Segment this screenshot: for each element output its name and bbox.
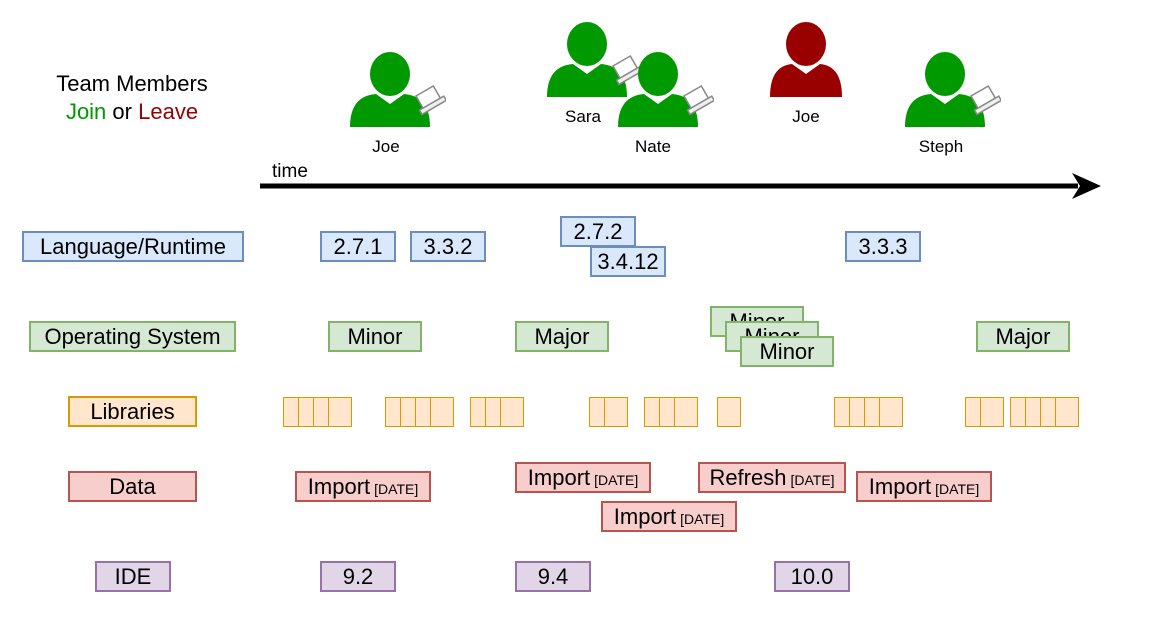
os-update: Minor — [740, 336, 834, 367]
legend-leave: Leave — [138, 99, 199, 124]
language-version: 2.7.1 — [320, 231, 396, 262]
library-update — [1055, 397, 1079, 427]
member-name: Nate — [635, 137, 671, 156]
library-update — [717, 397, 741, 427]
member-name: Joe — [372, 137, 400, 156]
os-update: Major — [515, 321, 609, 352]
member-nate-join-icon — [618, 52, 714, 127]
data-event-label: Import — [527, 464, 591, 490]
data-event-date: [DATE] — [680, 510, 725, 527]
data-event-date: [DATE] — [374, 480, 419, 497]
member-name: Joe — [792, 107, 820, 126]
data-event: Import[DATE] — [515, 462, 651, 493]
data-event-label: Import — [868, 473, 932, 499]
library-update — [980, 397, 1004, 427]
language-version: 3.3.3 — [845, 231, 921, 262]
data-event: Import[DATE] — [856, 471, 992, 502]
data-event: Refresh[DATE] — [698, 462, 846, 493]
data-event-label: Refresh — [709, 464, 787, 490]
library-update — [500, 397, 524, 427]
data-event-date: [DATE] — [790, 471, 835, 488]
legend-subtitle: Join or Leave — [32, 98, 232, 126]
language-version: 3.3.2 — [410, 231, 486, 262]
member-name: Steph — [918, 137, 964, 156]
data-event: Import[DATE] — [295, 471, 431, 502]
member-sara-join-icon — [547, 22, 643, 97]
data-event-date: [DATE] — [594, 471, 639, 488]
library-update — [604, 397, 628, 427]
library-update — [430, 397, 454, 427]
legend-join: Join — [65, 99, 107, 124]
member-joe-join-icon — [350, 52, 446, 127]
language-version: 3.4.12 — [590, 246, 666, 277]
row-label-ide: IDE — [95, 561, 171, 592]
ide-version: 10.0 — [774, 561, 850, 592]
legend-or: or — [112, 99, 132, 124]
os-update: Minor — [328, 321, 422, 352]
row-label-data: Data — [68, 471, 197, 502]
data-event: Import[DATE] — [601, 501, 737, 532]
ide-version: 9.2 — [320, 561, 396, 592]
member-name: Sara — [565, 107, 601, 126]
language-version: 2.7.2 — [560, 216, 636, 247]
member-joe-leave-icon — [770, 22, 842, 97]
library-update — [674, 397, 698, 427]
timeline-arrow-icon — [260, 173, 1101, 199]
row-label-os: Operating System — [29, 321, 236, 352]
row-label-language: Language/Runtime — [22, 231, 244, 262]
data-event-label: Import — [613, 503, 677, 529]
row-label-libraries: Libraries — [68, 396, 197, 427]
member-steph-join-icon — [905, 52, 1001, 127]
time-label: time — [272, 161, 308, 182]
ide-version: 9.4 — [515, 561, 591, 592]
library-update — [328, 397, 352, 427]
data-event-date: [DATE] — [935, 480, 980, 497]
library-update — [879, 397, 903, 427]
legend: Team Members Join or Leave — [32, 70, 232, 126]
data-event-label: Import — [307, 473, 371, 499]
os-update: Major — [976, 321, 1070, 352]
legend-title: Team Members — [56, 71, 208, 96]
